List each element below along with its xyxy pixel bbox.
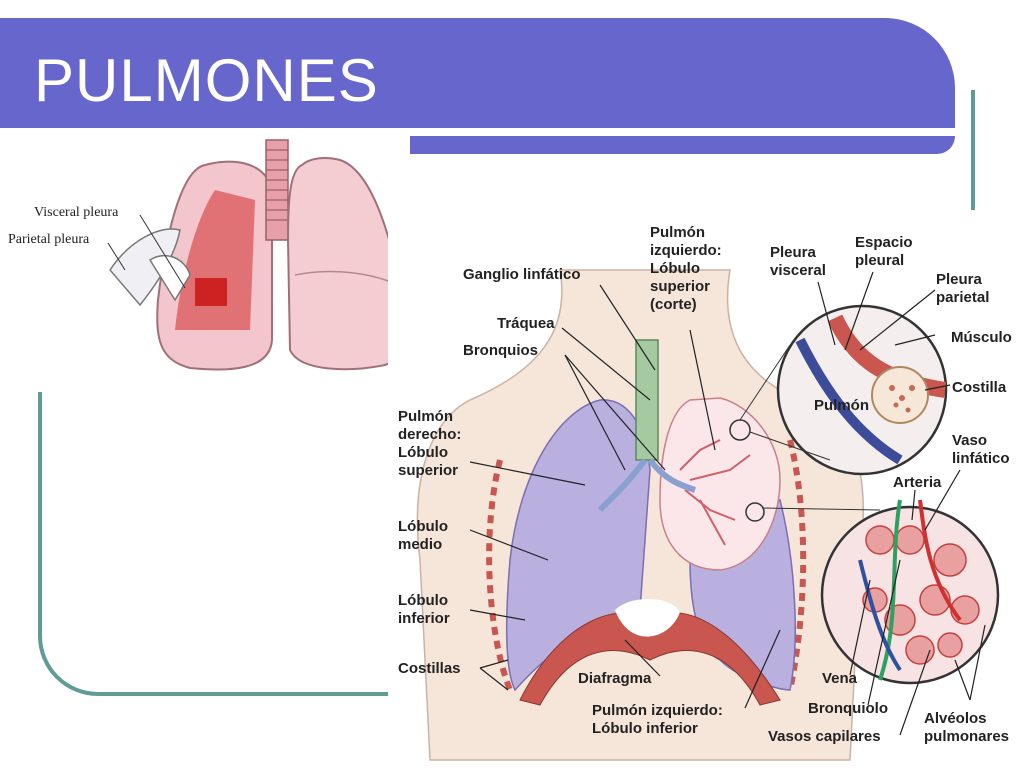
label-pleura-parietal: Pleura parietal [936, 271, 990, 306]
label-diafragma: Diafragma [578, 670, 652, 687]
label-pulmon-der-superior: Pulmón derecho: Lóbulo superior [398, 408, 462, 479]
label-costilla: Costilla [952, 379, 1007, 396]
label-lobulo-medio: Lóbulo medio [398, 518, 448, 553]
label-bronquios: Bronquios [463, 342, 538, 359]
label-vaso-linfatico: Vaso linfático [952, 432, 1010, 467]
label-visceral-pleura: Visceral pleura [34, 205, 119, 220]
title-bar [0, 18, 955, 128]
label-lobulo-inferior: Lóbulo inferior [398, 592, 450, 627]
frame-right-line [935, 90, 975, 210]
label-musculo: Músculo [951, 329, 1012, 346]
label-pulmon: Pulmón [814, 397, 869, 414]
title-bar-tail [410, 136, 955, 154]
label-parietal-pleura: Parietal pleura [8, 232, 90, 247]
label-vasos-capilares: Vasos capilares [768, 728, 881, 745]
label-pleura-visceral: Pleura visceral [770, 244, 826, 279]
title-underline [410, 130, 910, 136]
page-title: PULMONES [34, 47, 379, 114]
label-vena: Vena [822, 670, 858, 687]
label-arteria: Arteria [893, 474, 942, 491]
label-pulmon-izq-superior: Pulmón izquierdo: Lóbulo superior (corte… [650, 224, 722, 313]
label-ganglio-linfatico: Ganglio linfático [463, 266, 581, 283]
label-bronquiolo: Bronquiolo [808, 700, 888, 717]
frame-left-bottom-line [38, 392, 422, 696]
label-espacio-pleural: Espacio pleural [855, 234, 913, 269]
label-pulmon-izq-inferior: Pulmón izquierdo: Lóbulo inferior [592, 702, 723, 737]
label-alveolos-pulmonares: Alvéolos pulmonares [924, 710, 1010, 745]
label-traquea: Tráquea [497, 315, 555, 332]
label-costillas: Costillas [398, 660, 461, 677]
